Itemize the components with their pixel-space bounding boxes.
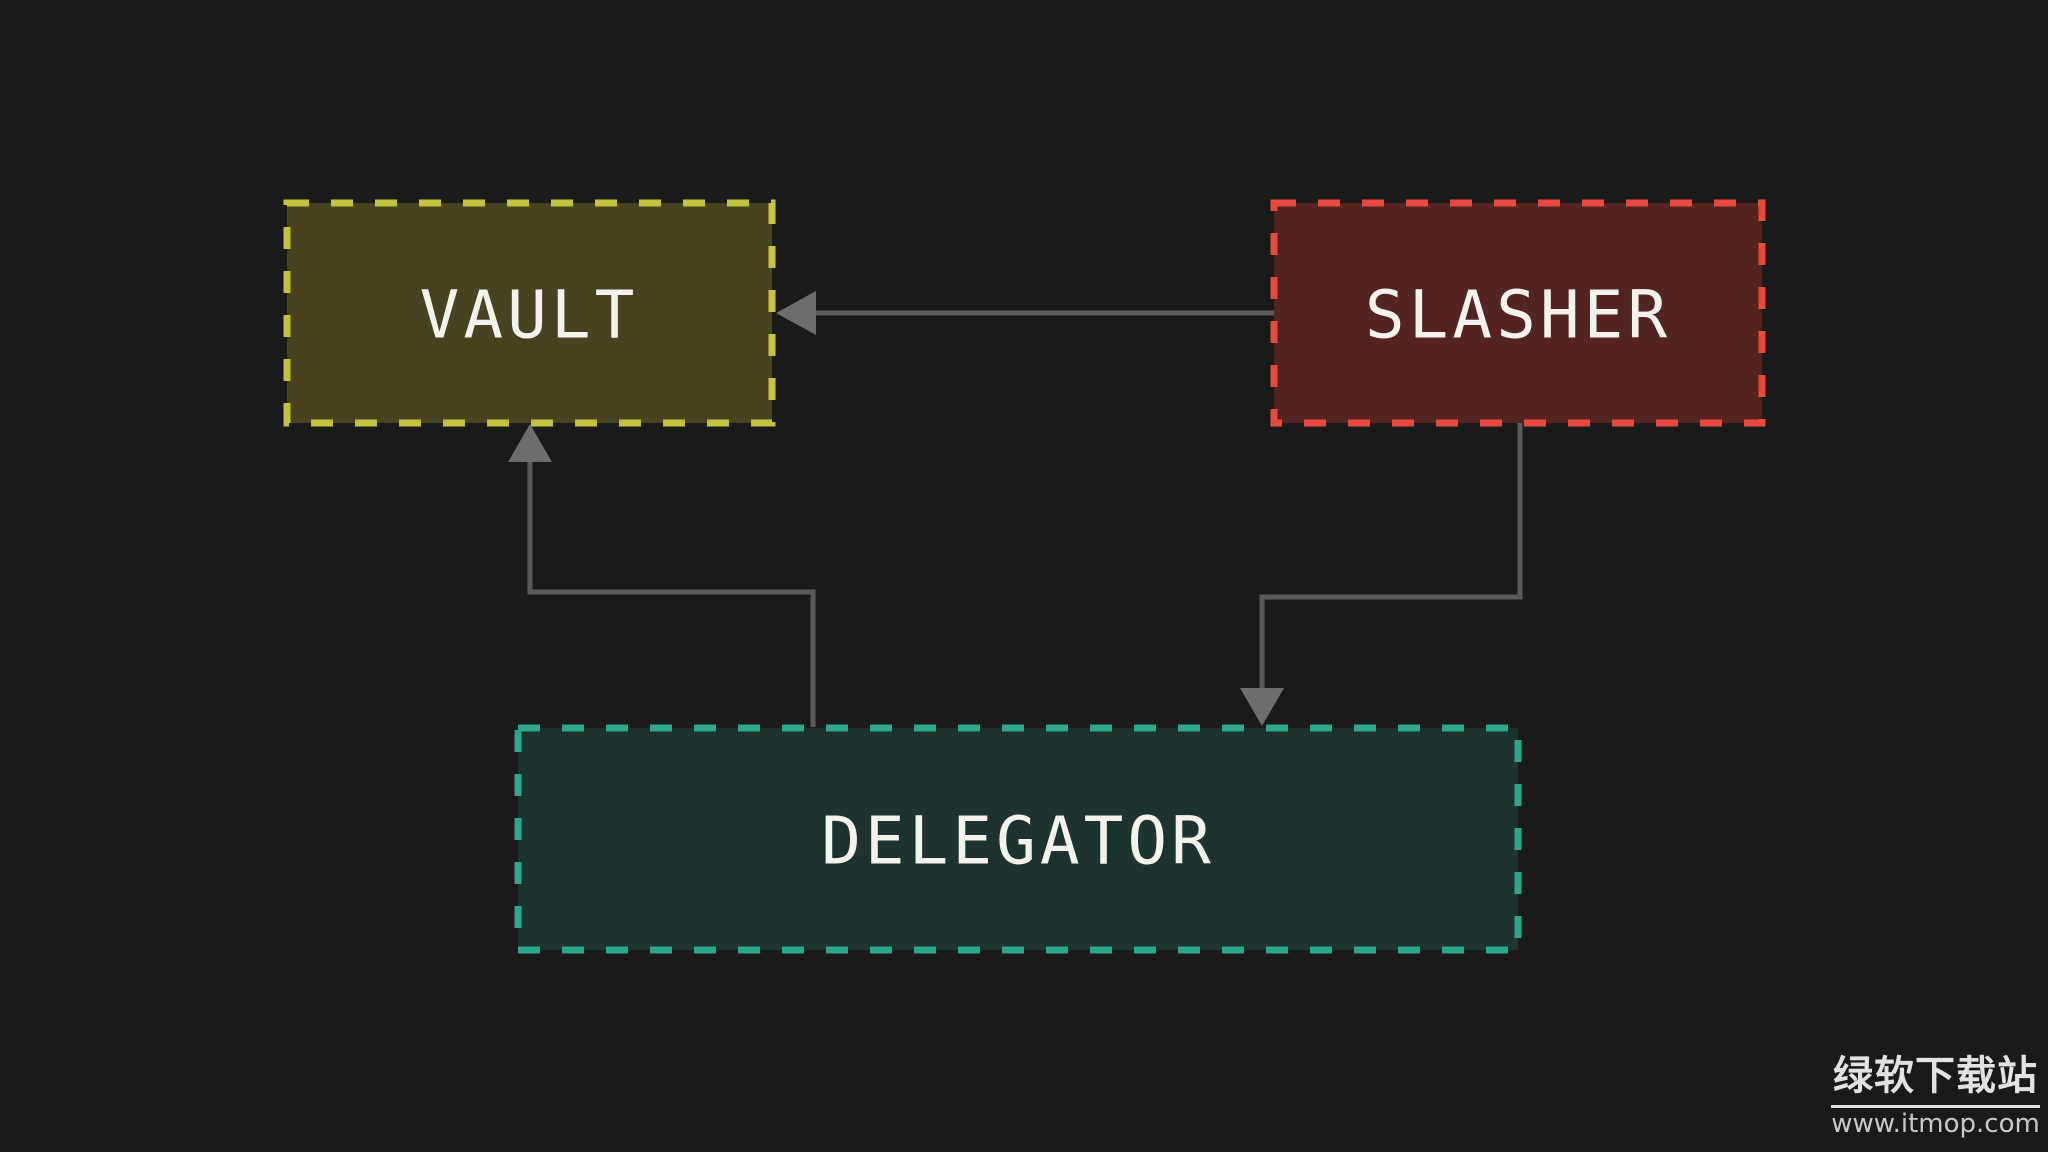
edge-delegator-to-vault: [508, 424, 816, 727]
edge-slasher-to-vault: [776, 291, 1274, 335]
delegator-label: DELEGATOR: [821, 803, 1215, 880]
slasher-label: SLASHER: [1365, 277, 1671, 354]
vault-label: VAULT: [420, 277, 639, 354]
arrowhead-down-icon: [1240, 688, 1284, 726]
edge-slasher-to-delegator-line: [1259, 423, 1523, 690]
edge-delegator-to-vault-line: [527, 458, 816, 727]
delegator-box: [514, 724, 1522, 954]
node-delegator: DELEGATOR: [514, 724, 1522, 954]
vault-box: [283, 199, 776, 427]
arrowhead-up-icon: [508, 424, 552, 462]
slasher-box: [1270, 199, 1766, 427]
node-vault: VAULT: [283, 199, 776, 427]
watermark-site-url: www.itmop.com: [1831, 1109, 2040, 1140]
arrowhead-left-icon: [776, 291, 816, 335]
node-slasher: SLASHER: [1270, 199, 1766, 427]
watermark-site-name: 绿软下载站: [1831, 1053, 2040, 1109]
watermark: 绿软下载站 www.itmop.com: [1831, 1053, 2040, 1139]
edge-slasher-to-delegator: [1240, 423, 1523, 726]
